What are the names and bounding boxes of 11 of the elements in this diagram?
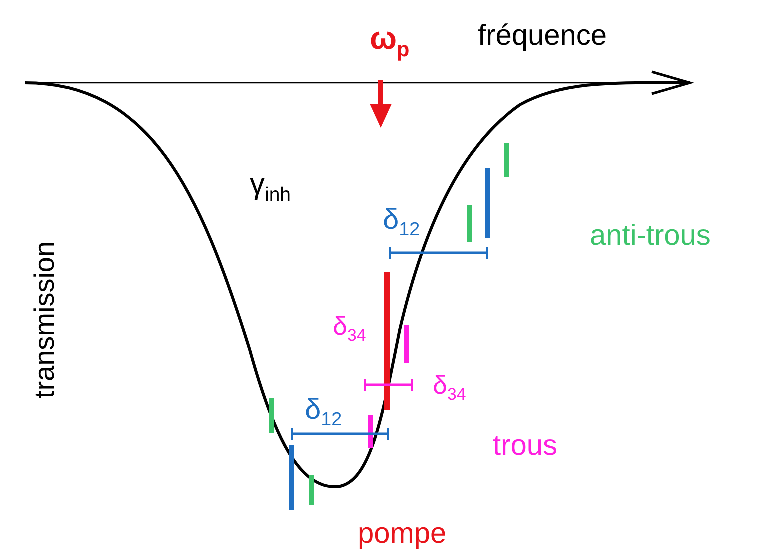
interval-label: δ$_{34}$ [333, 313, 366, 345]
annotation-label: anti-trous [590, 222, 711, 251]
annotation-label: pompe [358, 520, 447, 549]
axis-label: transmission [31, 241, 59, 399]
interval-label: δ$_{12}$ [383, 206, 420, 240]
axis-label: fréquence [478, 22, 607, 51]
interval-label: δ$_{34}$ [433, 372, 466, 404]
annotation-label: trous [493, 432, 558, 461]
pump-frequency-label: ω$_{p}$ [370, 22, 410, 62]
linewidth-label: γ$_{inh}$ [250, 170, 292, 206]
interval-label: δ$_{12}$ [305, 396, 342, 430]
